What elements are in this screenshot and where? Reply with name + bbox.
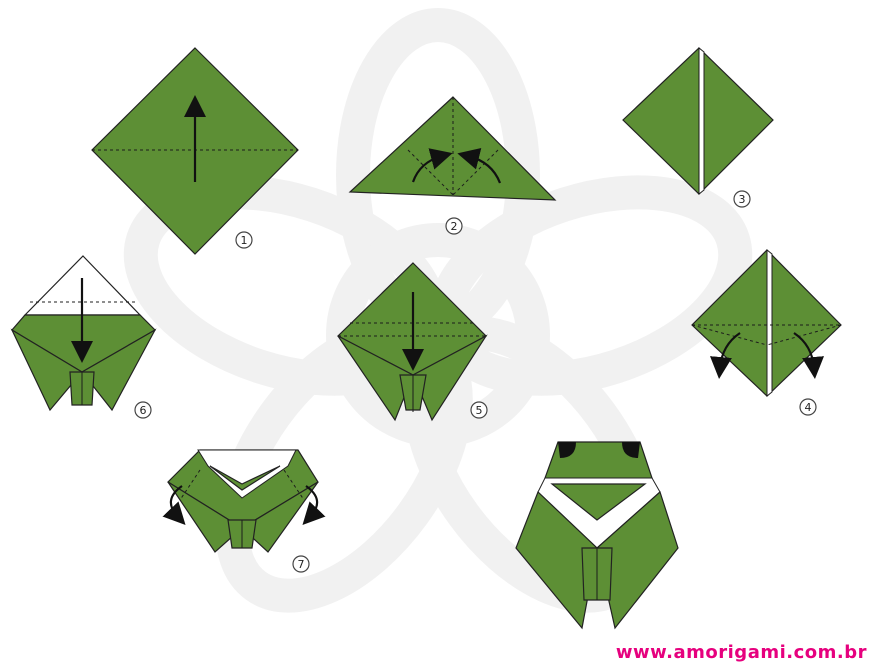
svg-text:1: 1: [241, 234, 248, 247]
svg-text:5: 5: [476, 404, 483, 417]
step-number-badge: 5: [471, 402, 487, 418]
step-7-figure: [168, 450, 318, 552]
step-3-figure: [623, 48, 773, 194]
step-number-badge: 3: [734, 191, 750, 207]
step-number-badge: 1: [236, 232, 252, 248]
step-1-figure: [92, 48, 298, 254]
svg-text:2: 2: [451, 220, 458, 233]
step-4-figure: [692, 250, 841, 396]
step-number-badge: 2: [446, 218, 462, 234]
svg-text:6: 6: [140, 404, 147, 417]
step-number-badge: 7: [293, 556, 309, 572]
svg-text:3: 3: [739, 193, 746, 206]
step-number-badge: 4: [800, 399, 816, 415]
svg-text:4: 4: [805, 401, 812, 414]
svg-text:7: 7: [298, 558, 305, 571]
site-credit: www.amorigami.com.br: [616, 642, 867, 663]
step-number-badge: 6: [135, 402, 151, 418]
